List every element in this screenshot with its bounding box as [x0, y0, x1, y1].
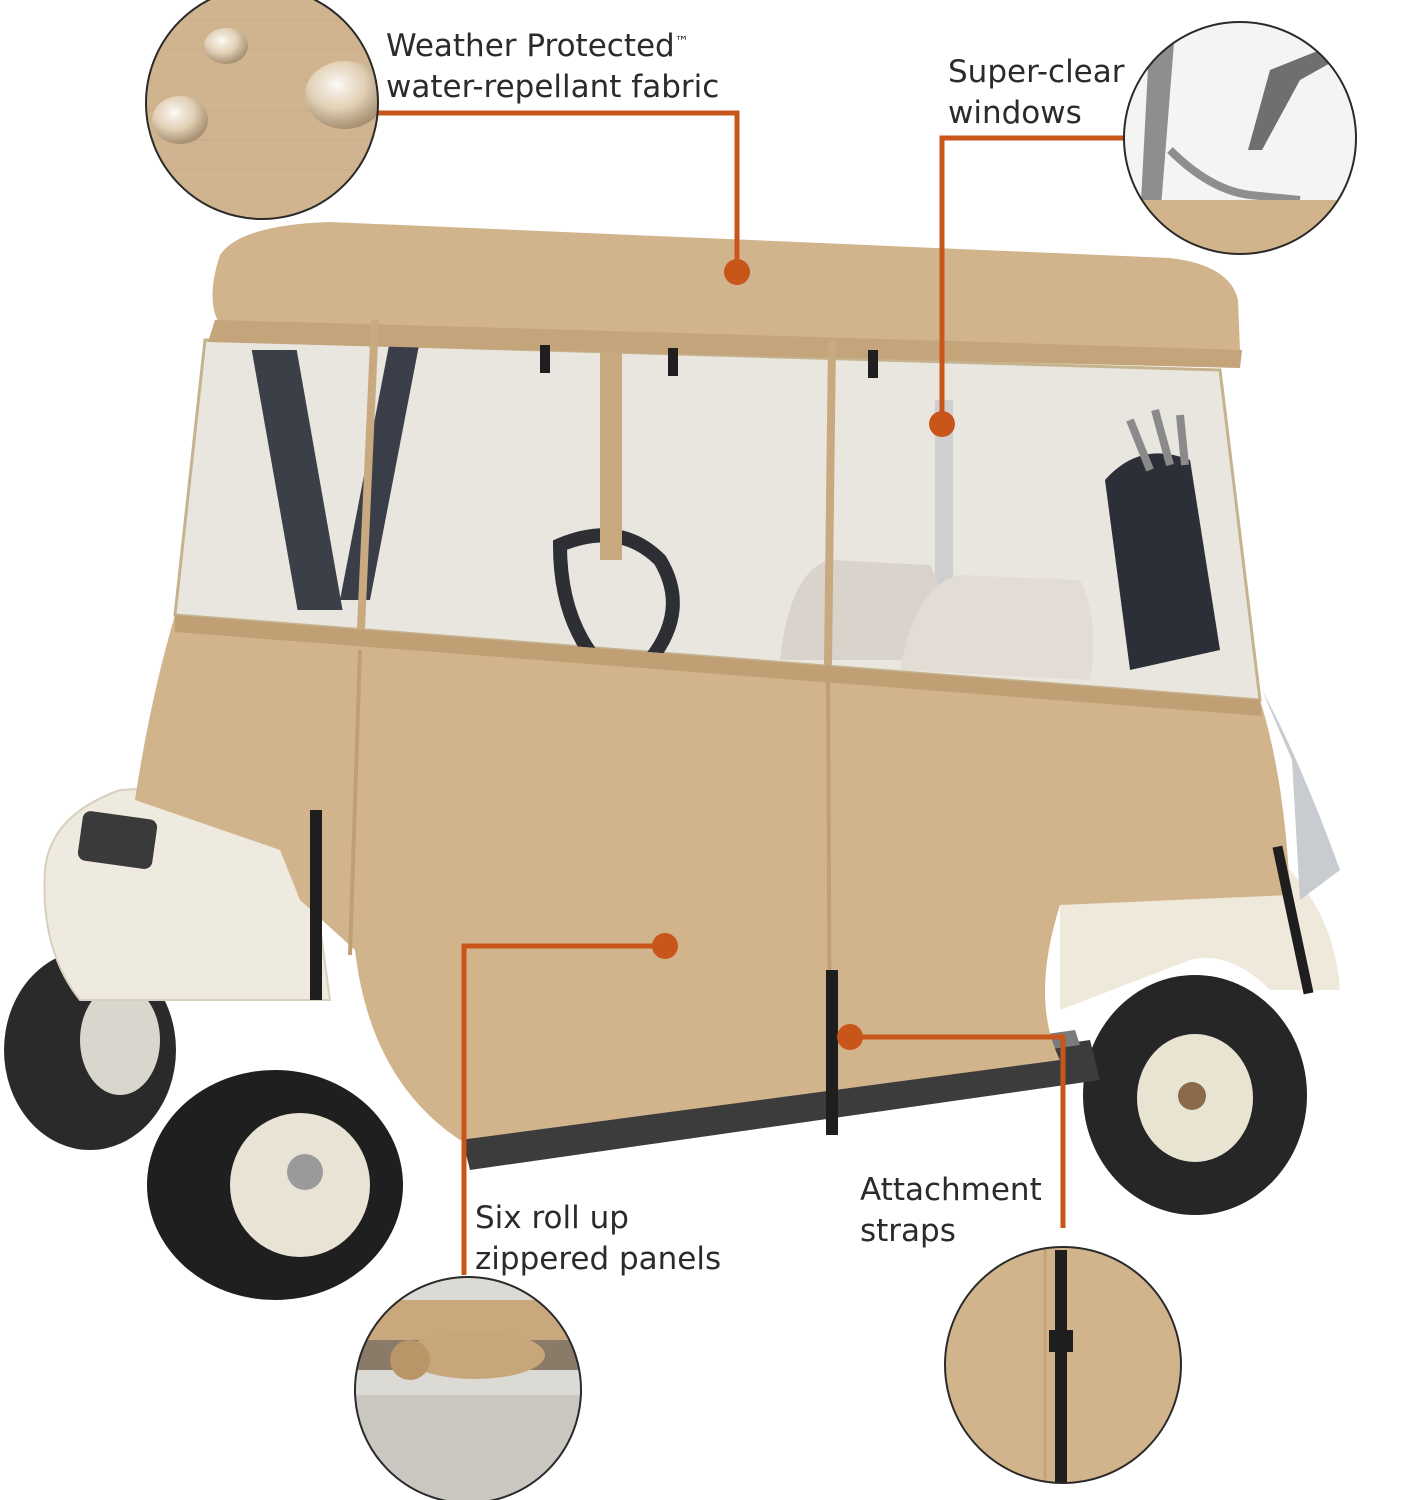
fabric-callout-dot	[724, 259, 750, 285]
panels-line2: zippered panels	[475, 1241, 722, 1277]
panels-callout-dot	[652, 933, 678, 959]
strap-buckle-icon	[944, 1246, 1182, 1484]
window-clarity-icon	[1123, 21, 1357, 255]
callout-lines	[376, 110, 1124, 1275]
straps-line2: straps	[860, 1213, 956, 1249]
panels-callout-label: Six roll up zippered panels	[475, 1198, 721, 1280]
panels-callout-line	[461, 943, 665, 1275]
straps-callout-label: Attachment straps	[860, 1170, 1042, 1252]
windows-callout-line	[939, 135, 1124, 422]
rolled-panel-icon	[354, 1276, 582, 1500]
callout-dots	[652, 259, 955, 1050]
trademark-symbol: ™	[674, 34, 689, 50]
golf-cart	[4, 222, 1340, 1300]
windows-line2: windows	[948, 95, 1082, 131]
windows-line1: Super-clear	[948, 54, 1125, 90]
fabric-line1: Weather Protected	[386, 28, 675, 64]
front-wheel	[147, 1070, 403, 1300]
straps-callout-dot	[837, 1024, 863, 1050]
fabric-callout-line	[376, 110, 740, 270]
windows-callout-dot	[929, 411, 955, 437]
fabric-callout-label: Weather Protected™ water-repellant fabri…	[386, 26, 719, 108]
straps-callout-line	[850, 1034, 1066, 1228]
windows-callout-label: Super-clear windows	[948, 52, 1125, 134]
fabric-water-drops-icon	[145, 0, 379, 220]
panels-line1: Six roll up	[475, 1200, 629, 1236]
straps-line1: Attachment	[860, 1172, 1042, 1208]
rear-wheel	[1083, 975, 1307, 1215]
fabric-line2: water-repellant fabric	[386, 69, 720, 105]
